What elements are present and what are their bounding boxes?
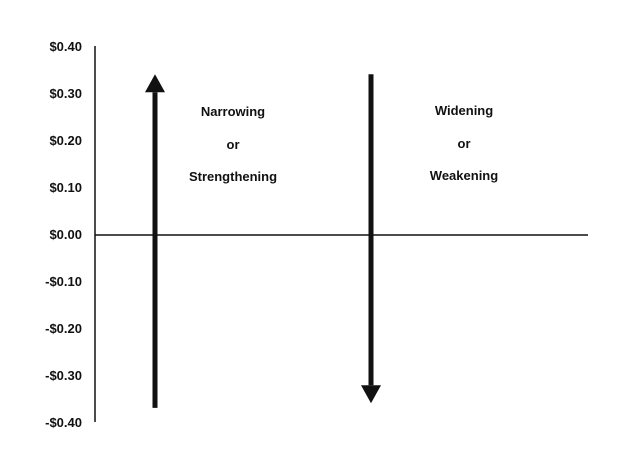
weakening-label: Weakening [430,168,498,183]
narrowing-label: Narrowing [201,104,265,119]
strengthening-label: Strengthening [189,169,277,184]
up-arrow-group: Narrowing or Strengthening [145,74,277,408]
y-tick-label: -$0.20 [45,321,82,336]
y-tick-label: $0.40 [49,39,82,54]
down-arrow-group: Widening or Weakening [361,74,498,404]
up-arrow-head [145,74,165,93]
y-tick-labels: $0.40 $0.30 $0.20 $0.10 $0.00 -$0.10 -$0… [45,39,82,430]
narrowing-or-label: or [227,137,240,152]
widening-or-label: or [458,136,471,151]
widening-label: Widening [435,103,493,118]
down-arrow-head [361,385,381,404]
y-tick-label: $0.00 [49,227,82,242]
y-tick-label: -$0.40 [45,415,82,430]
y-tick-label: $0.10 [49,180,82,195]
y-tick-label: -$0.10 [45,274,82,289]
y-tick-label: $0.30 [49,86,82,101]
y-tick-label: -$0.30 [45,368,82,383]
y-tick-label: $0.20 [49,133,82,148]
